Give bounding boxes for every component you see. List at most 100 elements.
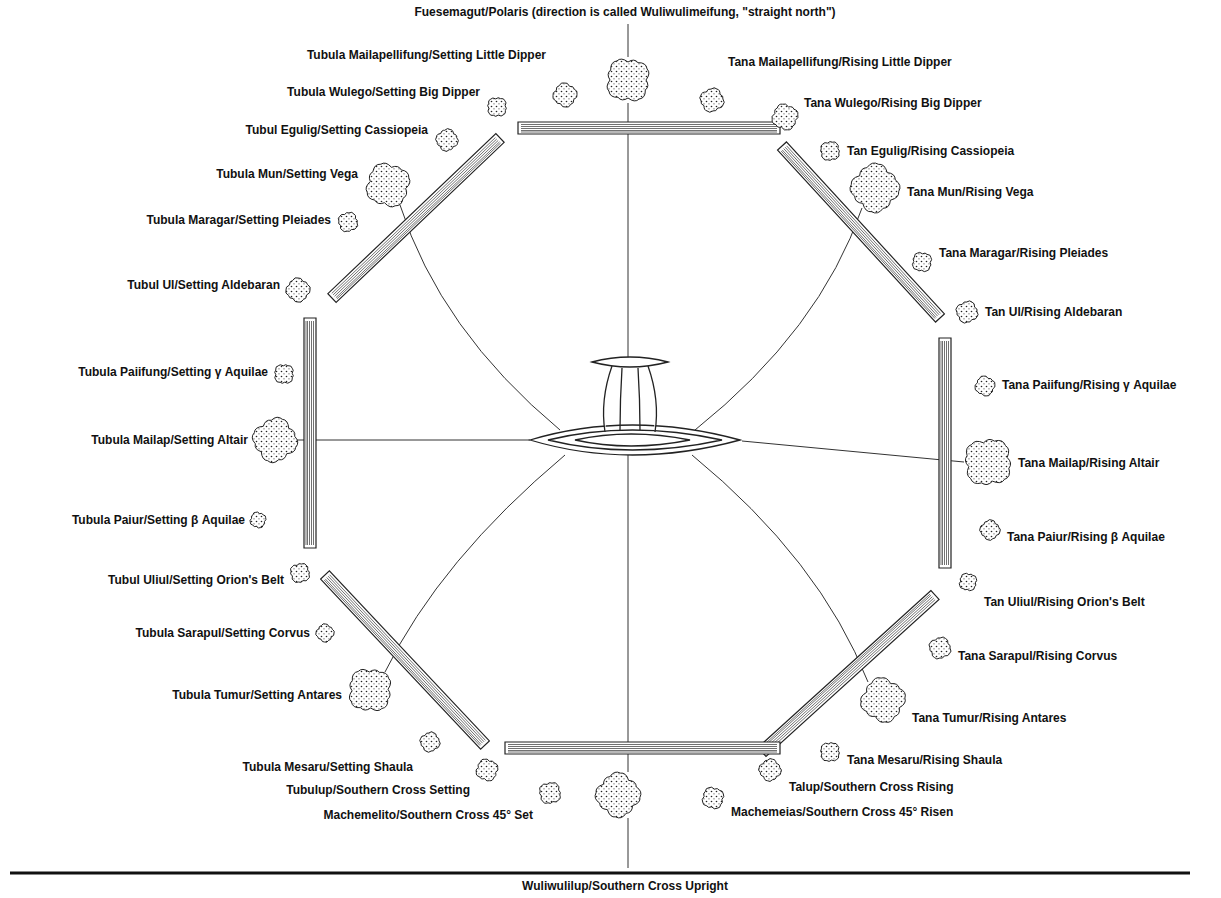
sight-line [695,208,862,430]
canoe [530,357,740,455]
log-grain [941,341,942,565]
star-blob [436,129,459,152]
star-blob [275,365,294,384]
log-grain [508,744,777,745]
marker-log [939,338,951,568]
log-grain [307,321,308,545]
south-line [628,455,629,772]
south-line [628,818,629,868]
log-grain [762,594,931,747]
marker-log [321,571,490,749]
log-grain [781,151,935,319]
log-grain [763,595,932,748]
north-line [628,103,629,363]
star-label: Tana Sarapul/Rising Corvus [956,649,1119,663]
log-grain [333,139,497,295]
star-label: Tubula Mailap/Setting Altair [89,433,250,447]
star-blob [286,278,311,303]
log-grain [508,750,777,751]
star-label: Wuliwulilup/Southern Cross Upright [520,879,730,893]
star-label: Talup/Southern Cross Rising [787,780,955,794]
log-grain [508,748,777,749]
star-blob [912,252,931,271]
log-grain [521,132,777,133]
log-grain [328,576,484,742]
star-blob [956,301,978,323]
star-blob [965,439,1010,484]
north-label: Fuesemagut/Polaris (direction is called … [412,5,837,19]
star-blob [316,624,335,643]
star-label: Tubula Paiur/Setting β Aquilae [70,513,247,527]
star-label: Tan Egulig/Rising Cassiopeia [845,144,1016,158]
log-grain [324,580,480,746]
log-grain [311,321,312,545]
star-label: Tubula Mailapellifung/Setting Little Dip… [305,48,548,62]
star-label: Tubula Sarapul/Setting Corvus [134,626,312,640]
star-blob [595,772,641,818]
star-label: Machemeias/Southern Cross 45° Risen [729,805,955,819]
log-grain [942,341,943,565]
star-blob [338,212,357,231]
star-label: Tana Mun/Rising Vega [905,185,1035,199]
marker-log [758,591,939,757]
star-label: Tubul Egulig/Setting Cassiopeia [244,123,430,137]
star-blob [290,563,309,582]
log-grain [309,321,310,545]
star-blob [700,88,725,113]
log-grain [784,149,938,317]
star-blob [980,520,1001,541]
star-blob [553,83,578,108]
log-grain [330,575,486,741]
star-blob [772,104,798,130]
star-blob [821,743,840,762]
log-grain [521,124,777,125]
star-blob [476,759,498,781]
star-label: Tubula Paiifung/Setting γ Aquilae [76,365,270,379]
star-blob [821,142,840,161]
star-label: Tubul Ul/Setting Aldebaran [125,278,282,292]
star-label: Tana Mailapellifung/Rising Little Dipper [726,55,954,69]
star-label: Tan Ul/Rising Aldebaran [983,305,1124,319]
star-blob [759,759,782,782]
log-grain [337,143,501,299]
log-grain [948,341,949,565]
star-label: Tana Mailap/Rising Altair [1016,456,1161,470]
log-grain [508,752,777,753]
sight-line [692,455,868,682]
sight-line [385,455,565,672]
star-label: Tubula Maragar/Setting Pleiades [145,213,334,227]
marker-log [778,142,945,322]
marker-log [518,122,780,134]
log-grain [785,147,939,315]
star-label: Tan Uliul/Rising Orion's Belt [982,595,1147,609]
log-grain [508,746,777,747]
star-blob [250,512,266,528]
star-label: Tana Wulego/Rising Big Dipper [802,96,984,110]
star-blob [252,417,298,463]
sight-line [400,205,560,430]
star-label: Tana Paiifung/Rising γ Aquilae [1000,378,1178,392]
log-grain [325,579,481,745]
star-blob [702,787,724,809]
log-grain [332,138,496,294]
star-blob [975,376,995,396]
log-grain [521,126,777,127]
baseline-rule [10,872,1190,875]
star-label: Tana Mesaru/Rising Shaula [845,753,1004,767]
star-label: Machemelito/Southern Cross 45° Set [321,808,535,822]
log-grain [521,128,777,129]
log-grain [767,600,936,753]
log-grain [336,142,500,298]
log-grain [765,598,934,751]
star-blob [850,163,900,213]
log-grain [782,150,936,318]
star-label: Tubula Mun/Setting Vega [214,167,360,181]
star-label: Tubula Wulego/Setting Big Dipper [285,85,482,99]
star-blob [540,783,561,804]
star-blob [488,98,507,117]
star-blob [959,573,977,591]
star-blob [929,637,951,659]
star-label: Tana Paiur/Rising β Aquilae [1005,530,1167,544]
log-grain [944,341,945,565]
